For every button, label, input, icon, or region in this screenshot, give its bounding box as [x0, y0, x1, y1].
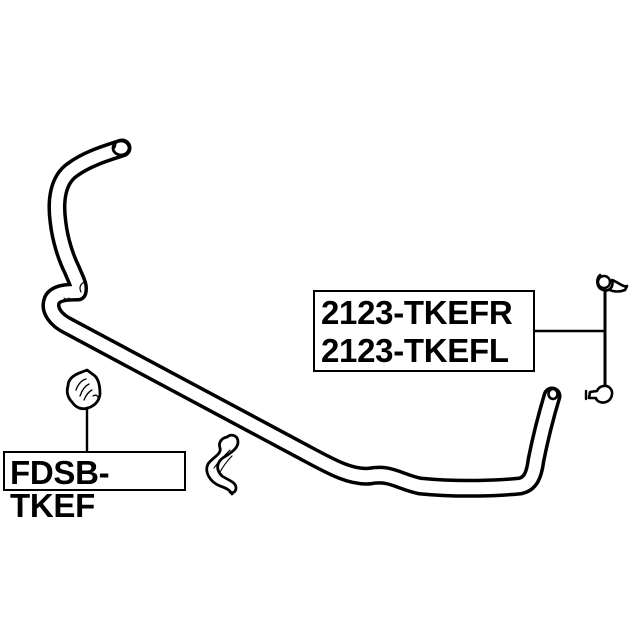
stabilizer-link [584, 273, 629, 404]
stabilizer-bushing [65, 368, 102, 411]
stabilizer-link-callout: 2123-TKEFR 2123-TKEFL [313, 290, 535, 372]
stabilizer-bushing-callout: FDSB-TKEF [3, 451, 186, 522]
part-number-right: 2123-TKEFR [321, 294, 513, 331]
stabilizer-bar [41, 138, 562, 498]
part-number-left: 2123-TKEFL [321, 332, 509, 369]
bushing-bracket [205, 433, 240, 496]
part-number-bushing: FDSB-TKEF [10, 454, 110, 524]
